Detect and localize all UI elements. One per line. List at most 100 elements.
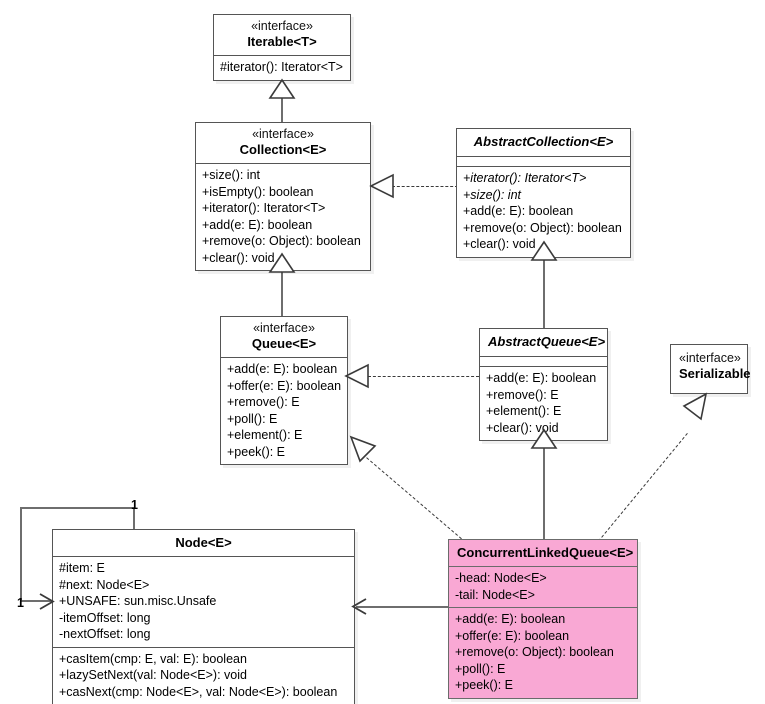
generalization-queue-to-collection (281, 256, 283, 316)
member-row: #iterator(): Iterator<T> (220, 60, 343, 74)
class-name-abstract-collection: AbstractCollection<E> (473, 134, 614, 149)
generalization-arrowhead-abstractcollection (530, 240, 558, 261)
class-box-node[interactable]: Node<E> #item: E #next: Node<E> +UNSAFE:… (52, 529, 355, 704)
member-row: +remove(o: Object): boolean (455, 645, 614, 659)
node-self-multiplicity-target: 1 (17, 596, 24, 610)
class-name-abstract-queue: AbstractQueue<E> (488, 334, 606, 349)
class-box-serializable[interactable]: «interface» Serializable (670, 344, 751, 394)
class-name-serializable: Serializable (679, 366, 751, 381)
class-name-concurrent-linked-queue: ConcurrentLinkedQueue<E> (457, 545, 634, 560)
node-self-multiplicity-source: 1 (131, 498, 138, 512)
member-row: +remove(o: Object): boolean (202, 234, 361, 248)
member-row: +casItem(cmp: E, val: E): boolean (59, 651, 247, 666)
realization-arrowhead-serializable (682, 392, 708, 421)
generalization-arrowhead-abstractqueue (530, 428, 558, 449)
association-arrowhead-node (351, 598, 367, 615)
member-row: +element(): E (486, 404, 562, 418)
member-row: +iterator(): Iterator<T> (202, 201, 326, 215)
member-row: +remove(o: Object): boolean (463, 220, 622, 235)
member-row: +add(e: E): boolean (227, 362, 338, 376)
member-row: +UNSAFE: sun.misc.Unsafe (59, 594, 217, 608)
realization-abstractqueue-to-queue (368, 376, 479, 377)
class-name-queue: Queue<E> (251, 336, 317, 351)
node-self-assoc-top (20, 507, 135, 509)
member-row: +casNext(cmp: Node<E>, val: Node<E>): bo… (59, 684, 338, 699)
methods-compartment-iterable: #iterator(): Iterator<T> (214, 56, 350, 80)
methods-compartment-node: +casItem(cmp: E, val: E): boolean +lazyS… (53, 648, 354, 704)
member-row: +iterator(): Iterator<T> (463, 171, 587, 185)
attributes-compartment-concurrent-linked-queue: -head: Node<E> -tail: Node<E> (449, 567, 637, 608)
member-row: +add(e: E): boolean (463, 204, 574, 218)
generalization-arrowhead-collection (268, 252, 296, 273)
methods-compartment-collection: +size(): int +isEmpty(): boolean +iterat… (196, 164, 370, 270)
attributes-compartment-abstract-queue (480, 357, 607, 367)
class-box-abstract-queue[interactable]: AbstractQueue<E> +add(e: E): boolean +re… (479, 328, 608, 441)
class-header-collection: «interface» Collection<E> (196, 123, 370, 164)
class-header-concurrent-linked-queue: ConcurrentLinkedQueue<E> (449, 540, 637, 567)
node-self-assoc-arrowhead (39, 593, 55, 610)
stereotype-serializable: «interface» (679, 351, 741, 365)
member-row: +element(): E (227, 428, 303, 442)
stereotype-iterable: «interface» (251, 19, 313, 33)
class-name-collection: Collection<E> (239, 142, 327, 157)
generalization-arrowhead-iterable (268, 78, 296, 99)
realization-arrowhead-queue-diagonal (349, 435, 377, 463)
realization-clq-to-serializable (598, 432, 688, 542)
member-row: #item: E (59, 561, 105, 575)
class-header-queue: «interface» Queue<E> (221, 317, 347, 358)
methods-compartment-abstract-collection: +iterator(): Iterator<T> +size(): int +a… (457, 167, 630, 257)
member-row: -head: Node<E> (455, 571, 547, 585)
node-self-assoc-bottom (20, 600, 54, 602)
member-row: +remove(): E (486, 387, 559, 402)
attributes-compartment-node: #item: E #next: Node<E> +UNSAFE: sun.mis… (53, 557, 354, 648)
realization-arrowhead-collection (369, 173, 394, 199)
member-row: +add(e: E): boolean (455, 612, 566, 626)
member-row: +add(e: E): boolean (202, 217, 313, 232)
member-row: +isEmpty(): boolean (202, 184, 314, 199)
association-clq-to-node (356, 606, 448, 608)
member-row: +lazySetNext(val: Node<E>): void (59, 668, 247, 682)
member-row: #next: Node<E> (59, 577, 150, 592)
methods-compartment-queue: +add(e: E): boolean +offer(e: E): boolea… (221, 358, 347, 464)
member-row: +poll(): E (227, 411, 278, 426)
class-header-abstract-collection: AbstractCollection<E> (457, 129, 630, 157)
member-row: +offer(e: E): boolean (455, 628, 570, 643)
class-name-iterable: Iterable<T> (247, 34, 317, 49)
member-row: +clear(): void (202, 250, 275, 265)
realization-arrowhead-queue (344, 363, 369, 389)
class-header-serializable: «interface» Serializable (671, 345, 751, 387)
member-row: -itemOffset: long (59, 610, 151, 625)
node-self-assoc-left (20, 507, 22, 601)
class-box-abstract-collection[interactable]: AbstractCollection<E> +iterator(): Itera… (456, 128, 631, 258)
class-box-concurrent-linked-queue[interactable]: ConcurrentLinkedQueue<E> -head: Node<E> … (448, 539, 638, 699)
member-row: +remove(): E (227, 395, 300, 409)
attributes-compartment-abstract-collection (457, 157, 630, 167)
node-self-assoc-right-stub (133, 507, 135, 529)
class-name-node: Node<E> (175, 535, 232, 550)
member-row: +peek(): E (227, 444, 286, 459)
member-row: +size(): int (202, 168, 261, 182)
member-row: +add(e: E): boolean (486, 371, 597, 385)
class-header-node: Node<E> (53, 530, 354, 557)
generalization-clq-to-abstractqueue (543, 446, 545, 539)
member-row: -nextOffset: long (59, 627, 151, 641)
stereotype-collection: «interface» (252, 127, 314, 141)
member-row: -tail: Node<E> (455, 587, 535, 602)
stereotype-queue: «interface» (253, 321, 315, 335)
realization-abstractcollection-to-collection (392, 186, 458, 187)
class-box-queue[interactable]: «interface» Queue<E> +add(e: E): boolean… (220, 316, 348, 465)
member-row: +clear(): void (486, 420, 559, 435)
class-header-iterable: «interface» Iterable<T> (214, 15, 350, 56)
class-box-iterable[interactable]: «interface» Iterable<T> #iterator(): Ite… (213, 14, 351, 81)
class-box-collection[interactable]: «interface» Collection<E> +size(): int +… (195, 122, 371, 271)
member-row: +offer(e: E): boolean (227, 378, 342, 393)
methods-compartment-abstract-queue: +add(e: E): boolean +remove(): E +elemen… (480, 367, 607, 440)
member-row: +poll(): E (455, 661, 506, 676)
member-row: +size(): int (463, 187, 522, 202)
generalization-abstractqueue-to-abstractcollection (543, 244, 545, 328)
methods-compartment-concurrent-linked-queue: +add(e: E): boolean +offer(e: E): boolea… (449, 608, 637, 698)
member-row: +peek(): E (455, 678, 514, 692)
class-header-abstract-queue: AbstractQueue<E> (480, 329, 607, 357)
generalization-collection-to-iterable (281, 82, 283, 122)
